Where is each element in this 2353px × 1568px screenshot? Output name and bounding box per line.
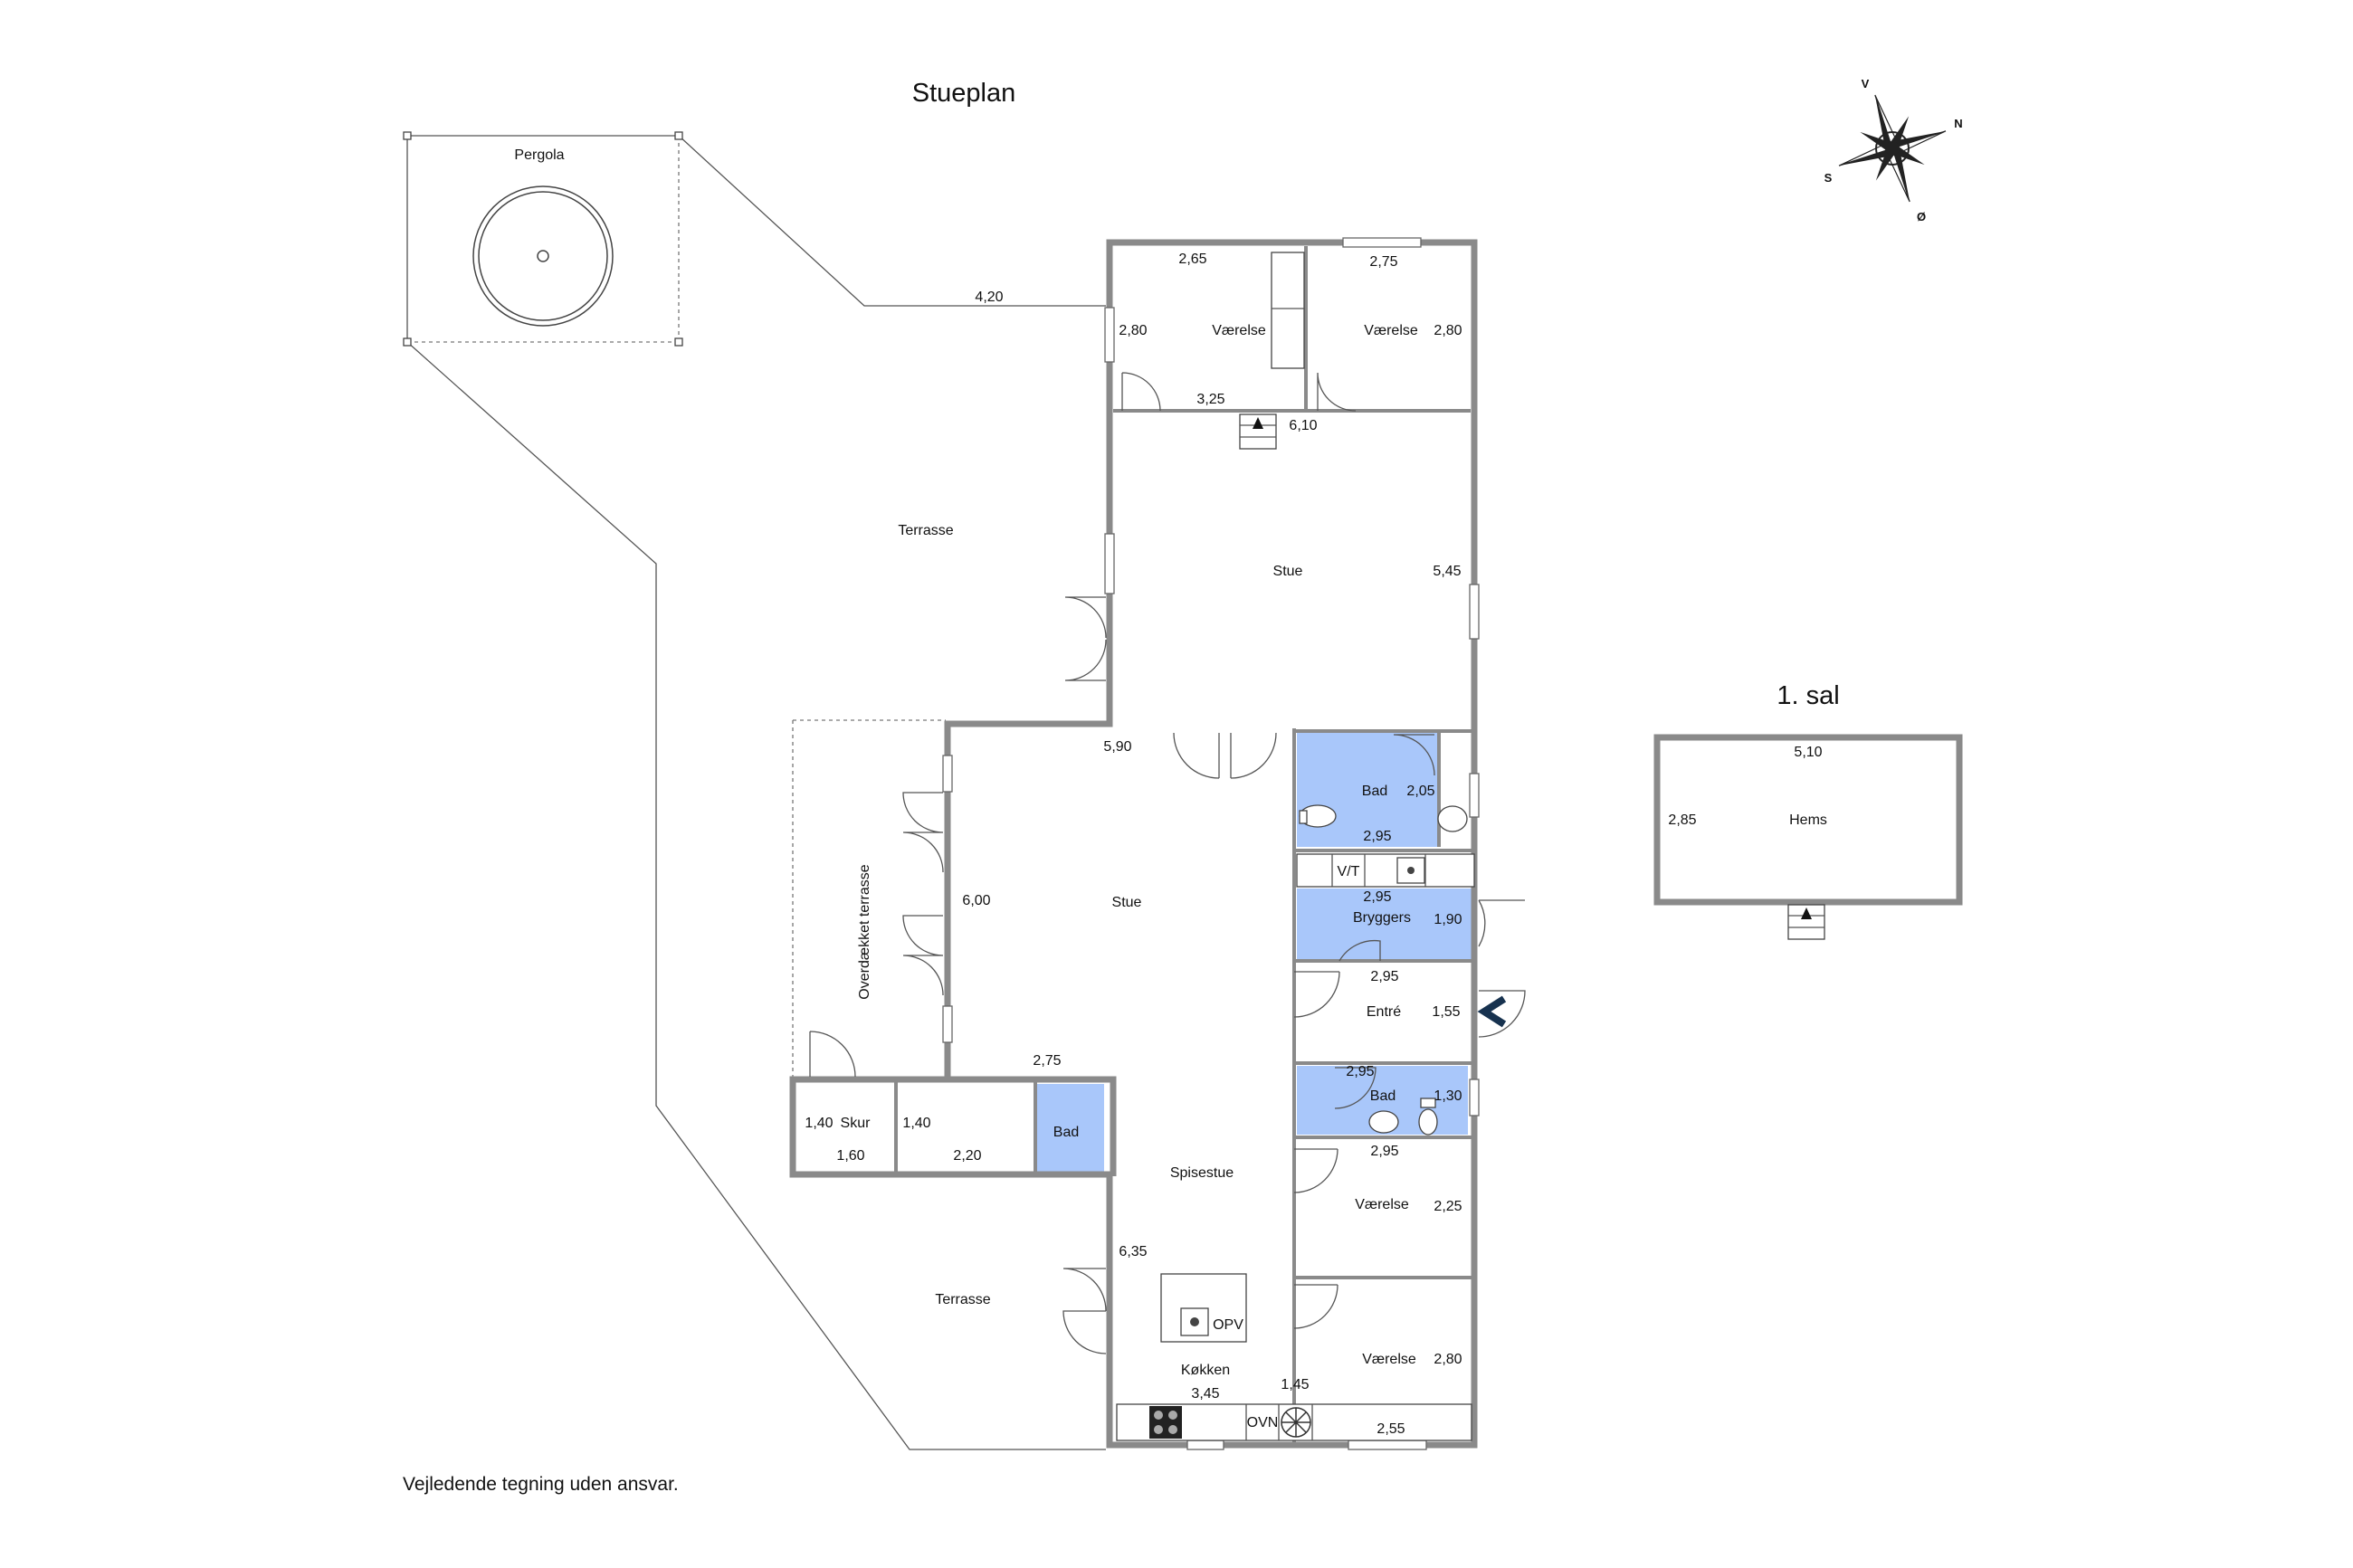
vaerelse-ne-d1: 2,75	[1369, 254, 1397, 270]
compass-v: V	[1862, 77, 1870, 90]
stue-top-d1: 5,45	[1433, 564, 1461, 579]
interior-walls	[894, 246, 1475, 1443]
compass-n: N	[1954, 117, 1962, 130]
stue-main-d2: 6,00	[962, 893, 990, 908]
pergola-label: Pergola	[514, 147, 564, 163]
kokken-d2: 1,45	[1281, 1377, 1309, 1392]
bad-small-fill	[1037, 1084, 1104, 1176]
bryggers-name: Bryggers	[1353, 910, 1411, 926]
hems-stair-icon	[1787, 904, 1825, 940]
vaerelse-nw-name: Værelse	[1212, 323, 1266, 338]
vt-label: V/T	[1338, 864, 1360, 879]
vaerelse-se2-d2: 2,55	[1377, 1421, 1405, 1437]
stue-main-name: Stue	[1112, 895, 1142, 910]
kitchen-island	[1160, 1273, 1247, 1343]
vaerelse-nw-d2: 2,80	[1119, 323, 1147, 338]
bad-mid-d2: 1,30	[1434, 1088, 1462, 1104]
spisestue-d1: 6,35	[1119, 1244, 1147, 1259]
first-floor-plan	[1653, 734, 1963, 940]
store2-d2: 2,20	[953, 1148, 981, 1164]
pergola	[403, 131, 683, 347]
sink-icon	[1437, 805, 1468, 832]
entry-arrow-icon	[1477, 995, 1507, 1028]
hems-d1: 5,10	[1794, 745, 1822, 760]
entre-d2: 1,55	[1432, 1004, 1460, 1020]
entre-d1: 2,95	[1370, 969, 1398, 984]
terrace-bottom-label: Terrasse	[935, 1292, 990, 1307]
exterior-walls	[789, 239, 1478, 1449]
ovn-label: OVN	[1247, 1415, 1279, 1430]
compass-s: S	[1824, 171, 1833, 185]
vaerelse-se1-d2: 2,25	[1434, 1199, 1462, 1214]
bryggers-d1: 2,95	[1363, 889, 1391, 905]
bad-small-name: Bad	[1053, 1125, 1079, 1140]
vaerelse-ne-d2: 2,80	[1434, 323, 1462, 338]
bad-top-fill	[1297, 733, 1438, 847]
covered-terrace-label: Overdækket terrasse	[857, 864, 872, 999]
doors	[809, 372, 1526, 1354]
vaerelse-se1-name: Værelse	[1355, 1197, 1409, 1212]
bad-mid-name: Bad	[1370, 1088, 1396, 1104]
bryggers-fill	[1297, 889, 1475, 963]
opv-label: OPV	[1213, 1317, 1243, 1333]
entre-name: Entré	[1367, 1004, 1401, 1020]
stair-dim: 6,10	[1289, 418, 1317, 433]
terrace-top-label: Terrasse	[898, 523, 953, 538]
stue-top-name: Stue	[1273, 564, 1303, 579]
vaerelse-se2-d1: 2,80	[1434, 1352, 1462, 1367]
vaerelse-nw-d3: 3,25	[1196, 392, 1224, 407]
terrace-dim: 4,20	[975, 290, 1003, 305]
bad-small-d1: 2,75	[1033, 1053, 1061, 1069]
compass-o: Ø	[1917, 210, 1926, 223]
first-floor-title: 1. sal	[1777, 681, 1839, 710]
bryggers-d2: 1,90	[1434, 912, 1462, 927]
covered-terrace	[792, 719, 946, 1077]
skur-name: Skur	[841, 1116, 872, 1131]
vaerelse-ne-name: Værelse	[1364, 323, 1418, 338]
utility-sink-icon	[1396, 857, 1425, 884]
bad-top-d2: 2,95	[1363, 829, 1391, 844]
vaerelse-se2-name: Værelse	[1362, 1352, 1416, 1367]
kokken-d1: 3,45	[1191, 1386, 1219, 1402]
hems-d2: 2,85	[1668, 813, 1696, 828]
store2-d1: 1,40	[902, 1116, 930, 1131]
vaerelse-nw-d1: 2,65	[1178, 252, 1206, 267]
skur-d1: 1,40	[805, 1116, 833, 1131]
terrace-outline	[406, 135, 1106, 1450]
compass-rose-icon	[1838, 94, 1947, 203]
bad-top-d1: 2,05	[1406, 784, 1434, 799]
spisestue-name: Spisestue	[1170, 1165, 1234, 1181]
stair-icon	[1239, 413, 1277, 450]
bad-top-name: Bad	[1362, 784, 1387, 799]
kokken-name: Køkken	[1181, 1363, 1230, 1378]
disclaimer: Vejledende tegning uden ansvar.	[403, 1474, 679, 1495]
fan-icon	[1281, 1407, 1311, 1438]
bad-mid-fixtures	[1368, 1098, 1438, 1136]
hems-name: Hems	[1789, 813, 1827, 828]
toilet-icon	[1299, 804, 1337, 828]
vaerelse-se1-d1: 2,95	[1370, 1144, 1398, 1159]
bad-mid-d1: 2,95	[1346, 1064, 1374, 1079]
windows	[942, 237, 1480, 1450]
skur-d2: 1,60	[836, 1148, 864, 1164]
ground-floor-title: Stueplan	[912, 79, 1016, 108]
stue-main-d1: 5,90	[1103, 739, 1131, 755]
